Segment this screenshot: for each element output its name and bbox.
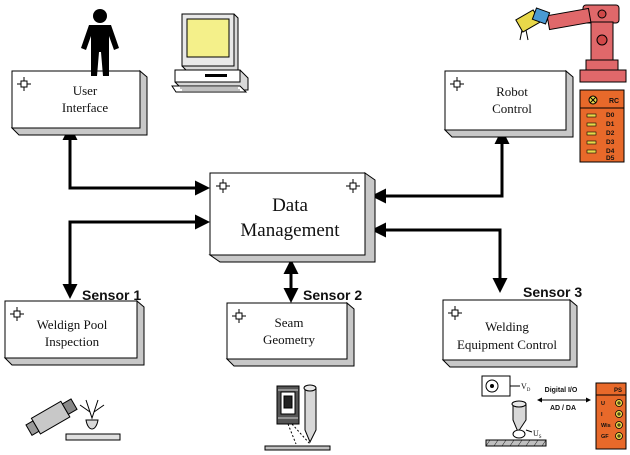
weld-pool-line1: Weldign Pool (37, 317, 108, 332)
data-management-line1: Data (272, 195, 308, 216)
arrow-ui-to-data (62, 125, 210, 196)
arrow-robot-to-data (371, 129, 510, 204)
welding-equipment-line2: Equipment Control (457, 337, 557, 352)
digital-io-label: Digital I/O (545, 387, 578, 394)
robot-controller-panel: RC D0 D1 D2 D3 D4 D5 (579, 89, 625, 163)
connector-icon (17, 77, 31, 91)
user-interface-line1: User (73, 83, 98, 98)
connector-icon (10, 307, 24, 321)
rc-port-label: D0 (606, 112, 615, 119)
us-label: US (533, 429, 542, 440)
sensor-3-label: Sensor 3 (523, 284, 582, 300)
rc-port-list: D0 D1 D2 D3 D4 D5 (586, 112, 615, 162)
connector-icon (232, 309, 246, 323)
robot-control-line1: Robot (496, 84, 528, 99)
connector-icon (216, 179, 230, 193)
user-interface-box: User Interface (10, 69, 148, 136)
rc-port-label: D4 (606, 148, 615, 155)
ps-row-label: I (601, 412, 603, 418)
sensor-1-label: Sensor 1 (82, 287, 141, 303)
weld-torch-icon (65, 399, 121, 441)
rc-port-label: D2 (606, 130, 615, 137)
ad-da-label: AD / DA (550, 405, 576, 412)
arrow-data-to-weldpool (62, 214, 210, 299)
data-management-line2: Management (240, 220, 340, 241)
connector-icon (448, 306, 462, 320)
camera-icon (25, 398, 121, 441)
user-interface-line2: Interface (62, 100, 108, 115)
robot-control-line2: Control (492, 101, 532, 116)
vd-label: VD (521, 382, 531, 393)
rc-port-label: D5 (606, 155, 615, 162)
weld-pool-box: Weldign Pool Inspection (3, 299, 145, 366)
monitor-screen (186, 18, 230, 58)
connection-arrows (62, 125, 510, 303)
welding-equipment-box: Welding Equipment Control (441, 298, 578, 368)
rc-port-label: D1 (606, 121, 615, 128)
weld-pool-line2: Inspection (45, 334, 100, 349)
seam-geometry-line1: Seam (275, 315, 304, 330)
connector-icon (346, 179, 360, 193)
rc-port-label: D3 (606, 139, 615, 146)
robot-control-box: Robot Control (443, 69, 574, 138)
ps-row-label: Wis (601, 423, 611, 429)
welding-setup-icon: VD US Digital I/O AD / DA (481, 375, 591, 447)
ps-row-label: U (601, 401, 605, 407)
person-icon (81, 9, 119, 76)
seam-geometry-box: Seam Geometry (225, 301, 355, 367)
ps-row-label: GF (601, 434, 609, 440)
connector-icon (450, 77, 464, 91)
seam-geometry-line2: Geometry (263, 332, 315, 347)
computer-icon (171, 13, 249, 93)
welding-equipment-line1: Welding (485, 319, 529, 334)
rc-header: RC (609, 98, 619, 105)
sensor-2-label: Sensor 2 (303, 287, 362, 303)
power-source-panel: PS U I Wis GF (595, 382, 627, 450)
seam-sensor-icon (264, 384, 331, 451)
ps-header: PS (614, 388, 622, 394)
data-management-box: Data Management (208, 172, 376, 263)
robot-arm-icon (515, 4, 627, 83)
arrow-data-to-equipment (371, 222, 508, 293)
